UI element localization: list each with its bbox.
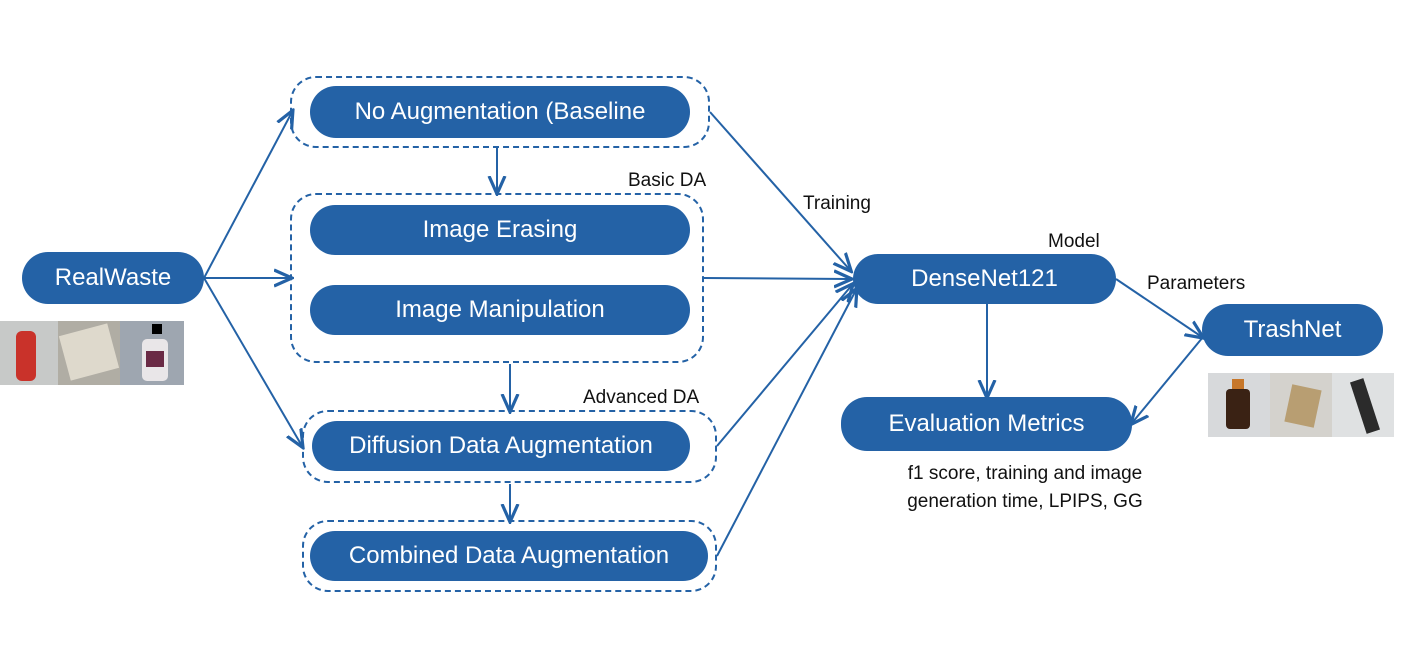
arrow-advanced-to-densenet [716,285,852,447]
diffusion-da-node[interactable]: Diffusion Data Augmentation [312,421,690,471]
sample-image-plastic [1332,373,1394,437]
basic-da-group [290,193,704,363]
image-manipulation-node[interactable]: Image Manipulation [310,285,690,335]
arrow-combined-to-densenet [716,290,856,557]
basic-da-label: Basic DA [628,170,707,191]
arrow-basic-to-densenet [703,278,850,279]
combined-da-group [302,520,717,592]
sample-image-bottle [0,321,58,385]
trashnet-sample-images [1208,373,1394,437]
evaluation-node[interactable]: Evaluation Metrics [841,397,1132,451]
evaluation-caption: f1 score, training and image generation … [860,460,1190,516]
baseline-node[interactable]: No Augmentation (Baseline [310,86,690,138]
arrow-realwaste-to-baseline [203,112,292,279]
baseline-group [290,76,710,148]
training-label: Training [803,193,871,214]
combined-da-node[interactable]: Combined Data Augmentation [310,531,708,581]
arrow-realwaste-to-diffusion [203,277,302,446]
model-label: Model [1048,231,1100,252]
arrow-baseline-to-densenet [709,111,850,270]
advanced-da-label: Advanced DA [583,387,700,408]
sample-image-jar [1208,373,1270,437]
evaluation-caption-line-2: generation time, LPIPS, GG [907,491,1143,512]
evaluation-label: Evaluation Metrics [888,410,1085,437]
sample-image-cardboard [1270,373,1332,437]
diffusion-da-label: Diffusion Data Augmentation [349,432,653,459]
image-manipulation-label: Image Manipulation [395,296,605,323]
realwaste-node[interactable]: RealWaste [22,252,204,304]
sample-image-wrapper [58,321,120,385]
image-erasing-node[interactable]: Image Erasing [310,205,690,255]
baseline-label: No Augmentation (Baseline [354,98,646,125]
image-erasing-label: Image Erasing [422,216,578,243]
trashnet-label: TrashNet [1243,316,1342,343]
sample-image-container [120,321,184,385]
combined-da-label: Combined Data Augmentation [348,542,670,569]
parameters-label: Parameters [1147,273,1246,294]
advanced-da-group [302,410,717,483]
trashnet-node[interactable]: TrashNet [1202,304,1383,356]
arrow-trashnet-to-evaluation [1132,336,1204,423]
arrow-densenet-to-trashnet [1115,278,1202,337]
densenet-label: DenseNet121 [911,265,1058,292]
densenet-node[interactable]: DenseNet121 [853,254,1116,304]
realwaste-sample-images [0,321,184,385]
realwaste-label: RealWaste [54,264,172,291]
evaluation-caption-line-1: f1 score, training and image [907,463,1143,484]
